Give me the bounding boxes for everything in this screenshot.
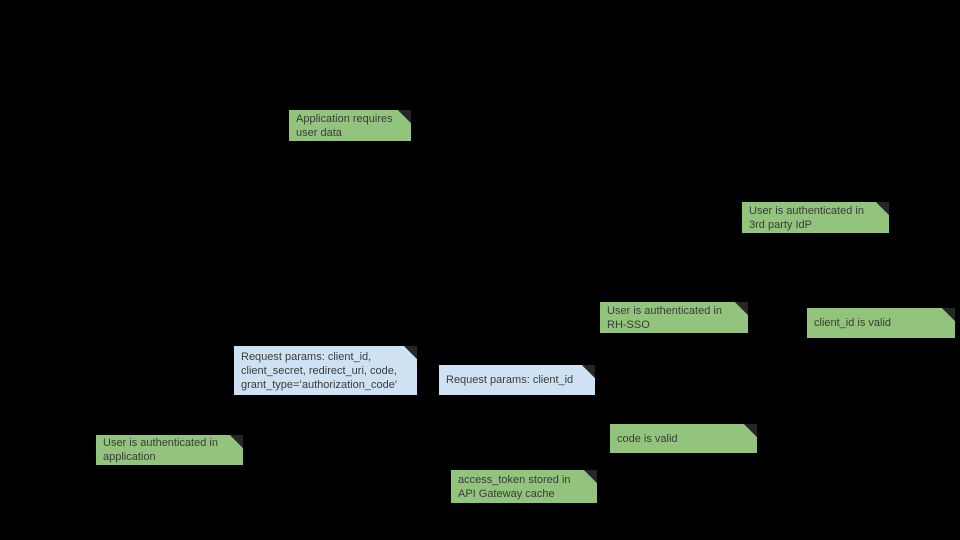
note-request-params-client-id: Request params: client_id: [439, 365, 595, 395]
note-body: [807, 308, 955, 338]
note-body: [610, 424, 757, 453]
note-text: access_token stored in API Gateway cache: [458, 473, 571, 500]
note-request-params-full: Request params: client_id, client_secret…: [234, 346, 417, 395]
note-text: client_id is valid: [814, 317, 892, 329]
note-code-is-valid: code is valid: [610, 424, 757, 453]
note-user-authenticated-rh-sso: User is authenticated in RH-SSO: [600, 302, 748, 333]
note-text: User is authenticated in 3rd party IdP: [749, 204, 864, 231]
note-text: Application requires user data: [296, 112, 393, 139]
note-body: [451, 470, 597, 503]
note-body: [289, 110, 411, 141]
note-text: User is authenticated in RH-SSO: [607, 304, 722, 331]
note-user-authenticated-application: User is authenticated in application: [96, 435, 243, 465]
note-client-id-is-valid: client_id is valid: [807, 308, 955, 338]
note-text: Request params: client_id, client_secret…: [241, 350, 398, 391]
note-body: [600, 302, 748, 333]
note-body: [234, 346, 417, 395]
note-user-authenticated-3rd-party-idp: User is authenticated in 3rd party IdP: [742, 202, 889, 233]
note-access-token-stored: access_token stored in API Gateway cache: [451, 470, 597, 503]
note-text: User is authenticated in application: [103, 437, 218, 463]
note-body: [439, 365, 595, 395]
note-text: Request params: client_id: [446, 374, 574, 386]
note-text: code is valid: [617, 432, 678, 445]
note-body: [742, 202, 889, 233]
note-application-requires-user-data: Application requires user data: [289, 110, 411, 141]
note-body: [96, 435, 243, 465]
